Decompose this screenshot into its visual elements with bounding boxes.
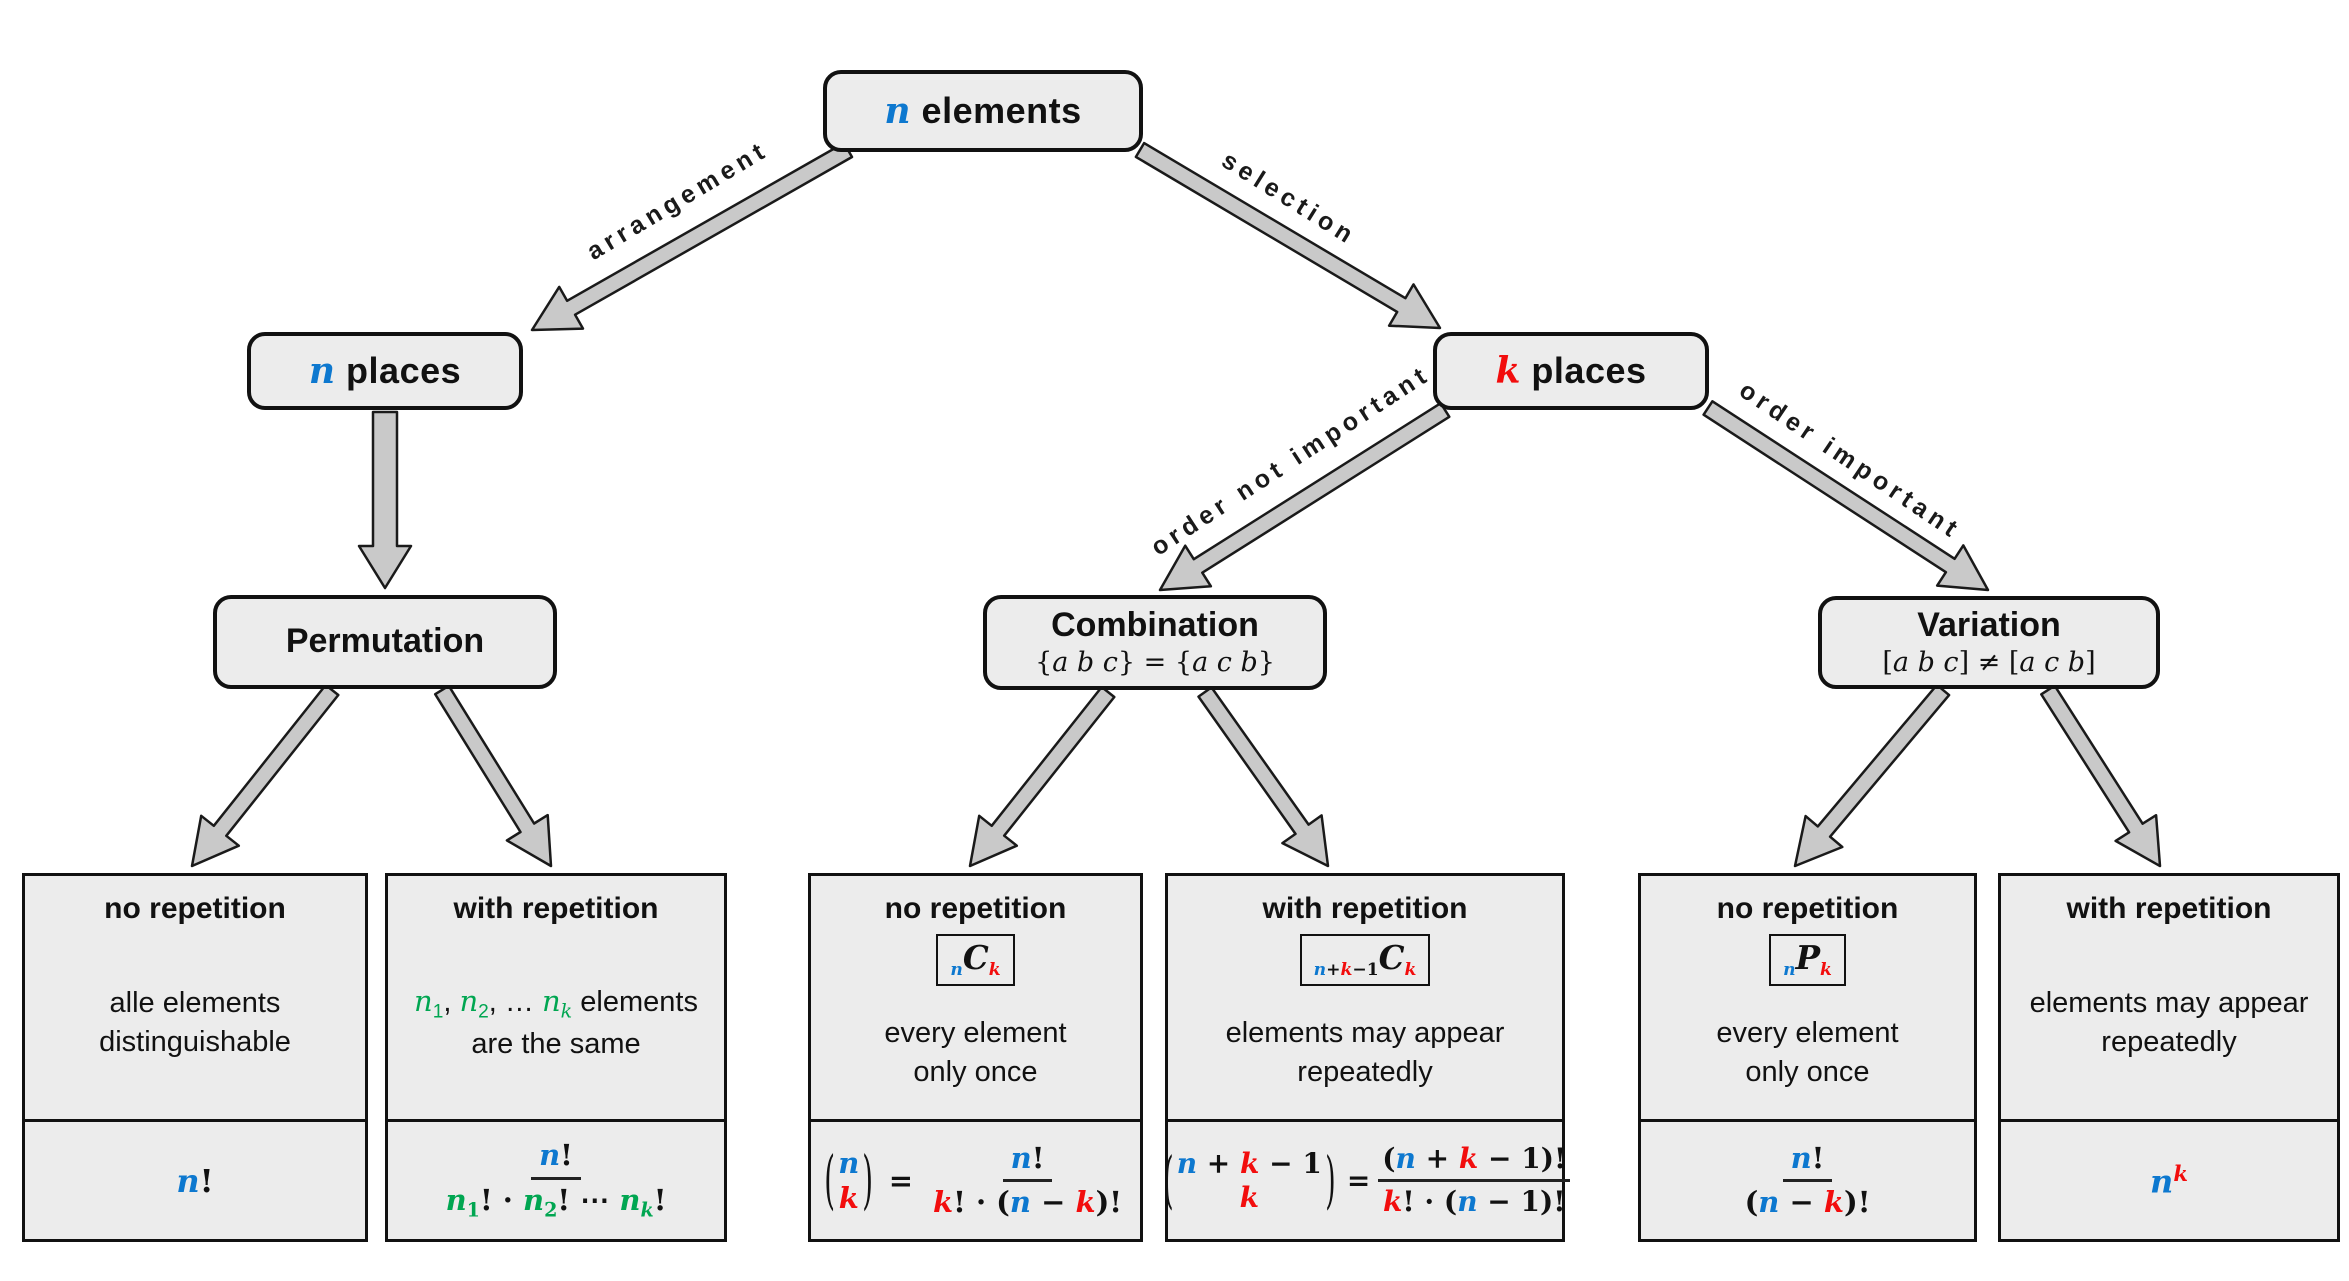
leaf-header: no repetition [1716, 892, 1899, 925]
node-n-elements-label: n elements [884, 90, 1082, 132]
leaf-formula: ( n + k − 1 k ) = (n + k − 1)! k! · (n −… [1163, 1122, 1571, 1239]
leaf-formula: nk [2150, 1160, 2188, 1201]
node-variation: Variation [a b c] ≠ [a c b] [1818, 596, 2160, 689]
arrow-k-places-to-combination [1158, 401, 1451, 592]
node-combination-title: Combination [1051, 605, 1259, 644]
arrow-arrangement [530, 141, 854, 332]
leaf-formula: n! (n − k)! [1744, 1140, 1871, 1219]
leaf-combination-no-repetition: no repetition nCk every element only onc… [808, 873, 1143, 1242]
notation-nCk: nCk [936, 934, 1015, 986]
notation-nPk: nPk [1769, 934, 1846, 986]
leaf-description: every element only once [884, 1017, 1067, 1088]
leaf-formula: n! [176, 1161, 214, 1200]
node-k-places: k places [1433, 332, 1709, 410]
arrow-combination-to-no-rep [968, 685, 1116, 868]
node-combination: Combination {a b c} = {a c b} [983, 595, 1327, 690]
leaf-header: with repetition [2066, 892, 2272, 925]
leaf-variation-no-repetition: no repetition nPk every element only onc… [1638, 873, 1977, 1242]
leaf-header: no repetition [104, 892, 286, 925]
leaf-header: with repetition [1262, 892, 1468, 925]
arrow-variation-to-no-rep [1793, 683, 1951, 868]
leaf-description: alle elements distinguishable [99, 987, 291, 1058]
leaf-combination-with-repetition: with repetition n+k−1Ck elements may app… [1163, 873, 1571, 1242]
node-permutation: Permutation [213, 595, 557, 689]
arrow-selection [1134, 141, 1442, 330]
arrow-n-places-to-permutation [357, 410, 413, 590]
leaf-description: elements may appear repeatedly [1225, 1017, 1505, 1088]
arrow-variation-to-with-rep [2040, 684, 2162, 868]
arrow-permutation-to-with-rep [433, 684, 553, 868]
leaf-description: elements may appear repeatedly [2029, 987, 2309, 1058]
node-permutation-title: Permutation [285, 622, 485, 661]
arrow-combination-to-with-rep [1197, 686, 1330, 868]
leaf-formula: ( n k ) = n! k! · (n − k)! [824, 1140, 1123, 1219]
leaf-formula: n! n1! · n2! ⋯ nk! [445, 1138, 667, 1222]
leaf-header: with repetition [453, 892, 659, 925]
leaf-description: n1, n2, … nk elements are the same [414, 983, 698, 1060]
leaf-permutation-with-repetition: with repetition n1, n2, … nk elements ar… [385, 873, 727, 1242]
notation-n+k-1Ck: n+k−1Ck [1299, 934, 1431, 986]
node-variation-example: [a b c] ≠ [a c b] [1882, 646, 2096, 678]
arrow-k-places-to-variation [1702, 400, 1990, 592]
leaf-permutation-no-repetition: no repetition alle elements distinguisha… [22, 873, 368, 1242]
node-k-places-label: k places [1495, 350, 1647, 392]
leaf-header: no repetition [884, 892, 1067, 925]
node-combination-example: {a b c} = {a c b} [1035, 646, 1275, 678]
arrow-permutation-to-no-rep [190, 683, 340, 868]
node-variation-title: Variation [1917, 605, 2061, 644]
node-n-places-label: n places [308, 350, 462, 392]
leaf-variation-with-repetition: with repetition elements may appear repe… [1998, 873, 2340, 1242]
leaf-description: every element only once [1716, 1017, 1899, 1088]
node-n-elements: n elements [823, 70, 1143, 152]
node-n-places: n places [247, 332, 523, 410]
